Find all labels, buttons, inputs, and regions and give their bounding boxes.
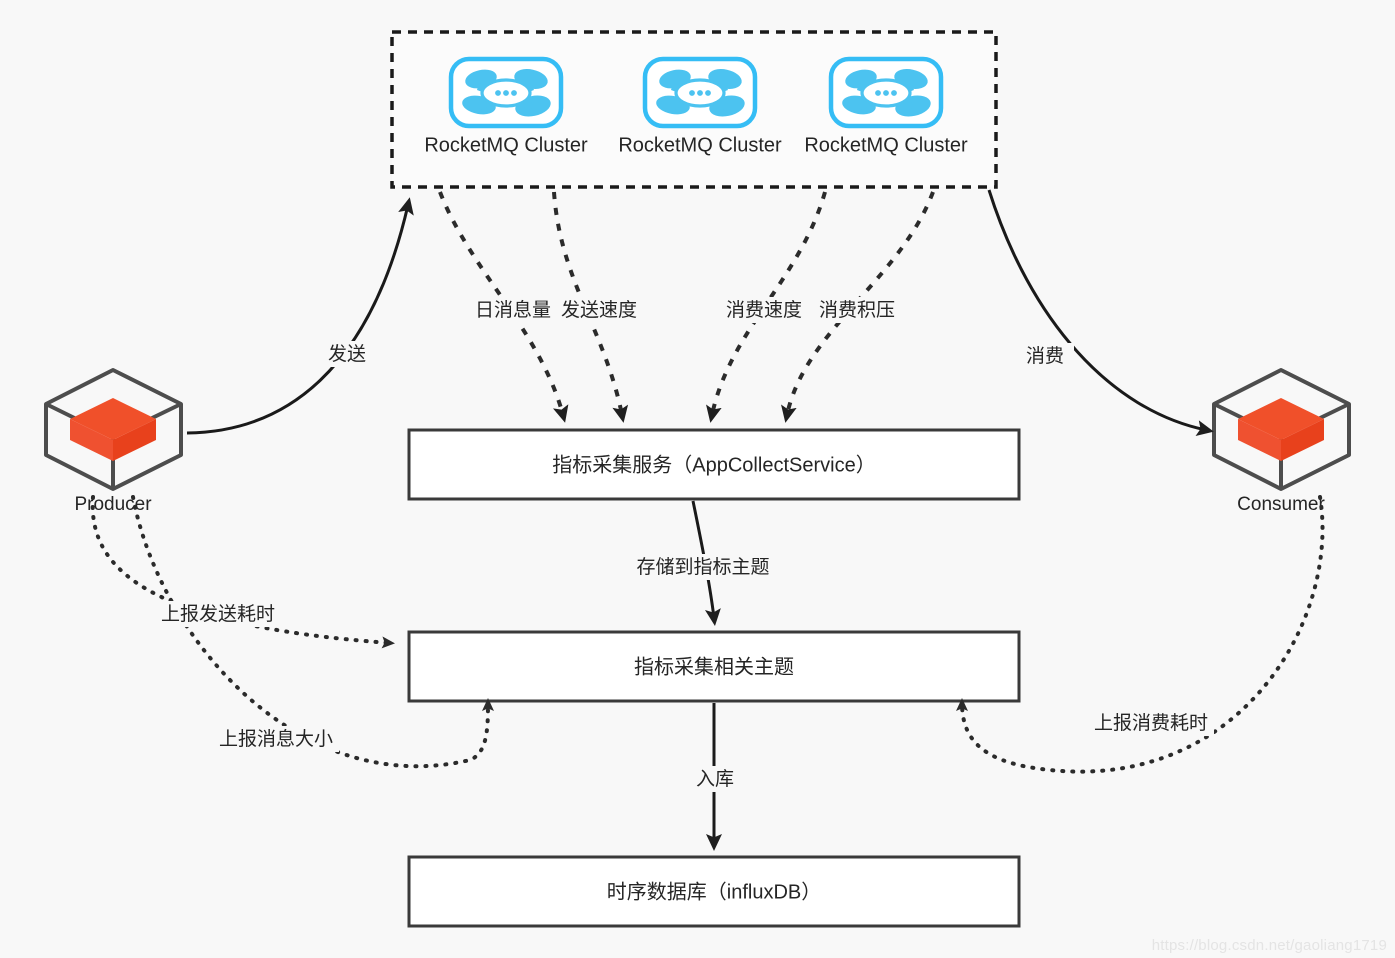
svg-text:消费积压: 消费积压 bbox=[819, 299, 895, 321]
rocketmq-icon-glyph bbox=[842, 69, 931, 117]
edge-consume-speed bbox=[706, 191, 827, 423]
rocketmq-icon-glyph bbox=[462, 69, 551, 117]
svg-text:上报消费耗时: 上报消费耗时 bbox=[1094, 712, 1208, 734]
cluster-label-1: RocketMQ Cluster bbox=[424, 134, 588, 156]
edge-label-daily-message-count: 日消息量 bbox=[463, 297, 563, 323]
edge-label-report-consume-cost: 上报消费耗时 bbox=[1088, 710, 1214, 736]
edge-consume-backlog bbox=[781, 191, 935, 423]
rocketmq-icon-glyph bbox=[656, 69, 745, 117]
collect-service-label: 指标采集服务（AppCollectService） bbox=[552, 453, 875, 476]
edge-report-send-cost bbox=[90, 495, 395, 649]
svg-text:存储到指标主题: 存储到指标主题 bbox=[636, 556, 769, 578]
svg-text:消费: 消费 bbox=[1026, 345, 1064, 367]
box-collect-service[interactable]: 指标采集服务（AppCollectService） bbox=[407, 428, 1021, 501]
edge-label-report-message-size: 上报消息大小 bbox=[213, 726, 339, 752]
node-producer[interactable]: Producer bbox=[44, 368, 183, 515]
edge-report-message-size bbox=[131, 495, 494, 769]
rocketmq-cluster-2[interactable]: RocketMQ Cluster bbox=[618, 56, 782, 156]
edge-label-send: 发送 bbox=[318, 341, 376, 367]
svg-text:上报发送耗时: 上报发送耗时 bbox=[161, 603, 275, 625]
edge-label-send-speed: 发送速度 bbox=[558, 297, 640, 323]
edge-producer-to-cluster bbox=[186, 197, 414, 435]
edge-label-persist: 入库 bbox=[687, 766, 743, 792]
metrics-topic-label: 指标采集相关主题 bbox=[634, 655, 794, 678]
svg-text:入库: 入库 bbox=[696, 768, 734, 790]
edge-label-report-send-cost: 上报发送耗时 bbox=[155, 601, 281, 627]
edge-label-consume-backlog: 消费积压 bbox=[816, 297, 898, 323]
svg-text:发送速度: 发送速度 bbox=[561, 299, 637, 321]
watermark: https://blog.csdn.net/gaoliang1719 bbox=[1151, 937, 1387, 954]
box-metrics-topic[interactable]: 指标采集相关主题 bbox=[407, 630, 1021, 703]
cube-icon bbox=[70, 398, 156, 461]
consumer-label: Consumer bbox=[1237, 494, 1325, 515]
svg-text:消费速度: 消费速度 bbox=[726, 299, 802, 321]
edge-report-consume-cost bbox=[956, 495, 1325, 774]
edge-cluster-to-consumer bbox=[987, 189, 1214, 436]
cube-icon bbox=[1238, 398, 1324, 461]
node-consumer[interactable]: Consumer bbox=[1212, 368, 1351, 515]
cluster-label-3: RocketMQ Cluster bbox=[804, 134, 968, 156]
cluster-label-2: RocketMQ Cluster bbox=[618, 134, 782, 156]
rocketmq-cluster-1[interactable]: RocketMQ Cluster bbox=[424, 56, 588, 156]
edge-label-store-to-topic: 存储到指标主题 bbox=[632, 554, 774, 580]
edge-label-consume: 消费 bbox=[1016, 343, 1074, 369]
svg-text:发送: 发送 bbox=[328, 343, 366, 365]
box-influxdb[interactable]: 时序数据库（influxDB） bbox=[407, 855, 1021, 928]
influxdb-label: 时序数据库（influxDB） bbox=[607, 880, 821, 903]
svg-text:日消息量: 日消息量 bbox=[475, 299, 551, 321]
edge-label-consume-speed: 消费速度 bbox=[723, 297, 805, 323]
rocketmq-cluster-3[interactable]: RocketMQ Cluster bbox=[804, 56, 968, 156]
producer-label: Producer bbox=[74, 494, 152, 515]
svg-text:上报消息大小: 上报消息大小 bbox=[219, 728, 333, 750]
